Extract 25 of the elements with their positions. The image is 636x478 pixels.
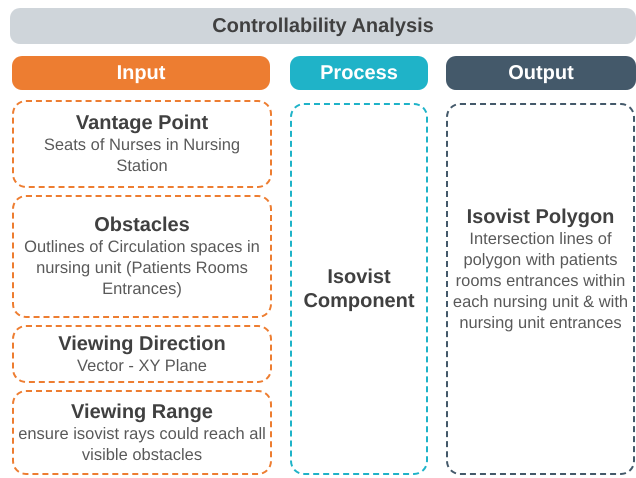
header-text: Controllability Analysis [212, 14, 434, 38]
header-text: Output [508, 61, 574, 85]
column-header [290, 56, 428, 90]
heading: Viewing Range [71, 400, 213, 424]
input-box [12, 100, 272, 188]
heading: Isovist Polygon [466, 204, 614, 228]
description: Outlines of Circulation spaces in nursing unit (Patients Rooms Entrances) [23, 237, 261, 300]
description: Seats of Nurses in Nursing Station [42, 135, 242, 177]
description: ensure isovist rays could reach all visible obstacles [18, 424, 266, 466]
input-box [12, 325, 272, 383]
process-box [290, 103, 428, 475]
header-text: Process [320, 61, 398, 85]
description: Intersection lines of polygon with patients rooms entrances within each nursing unit & with nursing unit entrances [452, 228, 629, 334]
column-header [446, 56, 636, 90]
heading: Viewing Direction [58, 332, 226, 356]
input-box [12, 390, 272, 475]
header-text: Input [116, 61, 166, 85]
heading: Obstacles [94, 213, 190, 237]
title-bar [10, 8, 636, 44]
input-box [12, 195, 272, 318]
output-box [446, 103, 635, 475]
heading: Isovist Component [302, 265, 416, 313]
column-header [12, 56, 270, 90]
description: Vector - XY Plane [77, 356, 207, 376]
heading: Vantage Point [76, 111, 208, 135]
